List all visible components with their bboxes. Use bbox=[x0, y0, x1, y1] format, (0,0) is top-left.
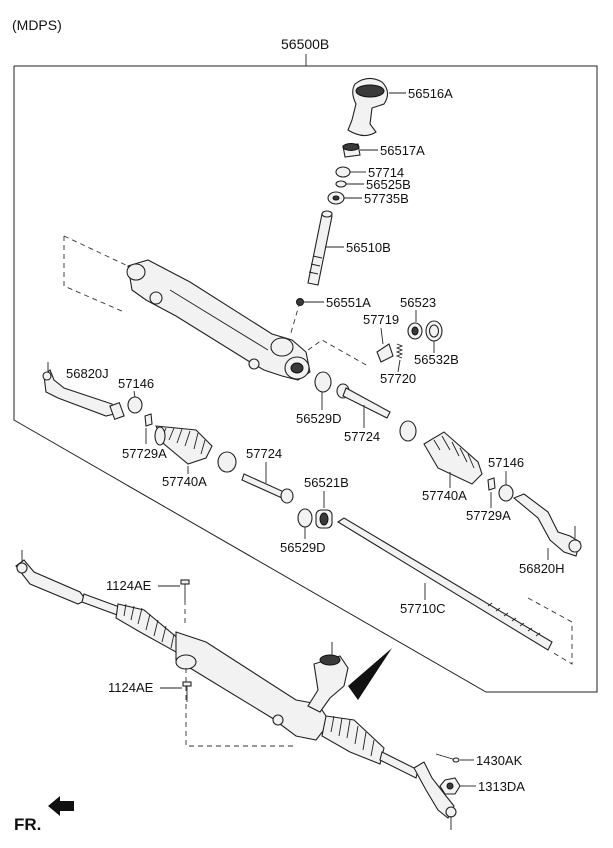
spring-57720 bbox=[395, 343, 404, 359]
pin-head bbox=[452, 757, 460, 763]
label-57724-upper: 57724 bbox=[344, 429, 380, 444]
label-57740A-right: 57740A bbox=[422, 488, 467, 503]
leader-57719 bbox=[380, 327, 384, 345]
proj-left-top bbox=[63, 235, 129, 267]
label-56510B: 56510B bbox=[346, 240, 391, 255]
ring-57714 bbox=[335, 166, 351, 178]
seal-56517A bbox=[342, 143, 361, 158]
label-56551A: 56551A bbox=[326, 295, 371, 310]
front-label: FR. bbox=[14, 815, 41, 834]
direction-arrow bbox=[348, 648, 392, 700]
label-57729A-left: 57729A bbox=[122, 446, 167, 461]
assembled-steering-gear bbox=[15, 550, 457, 830]
label-1124AE-upper: 1124AE bbox=[106, 578, 152, 593]
label-57146-right: 57146 bbox=[488, 455, 524, 470]
clamp-left bbox=[217, 451, 237, 473]
nut-57146-right bbox=[498, 484, 514, 502]
label-1124AE-lower: 1124AE bbox=[108, 680, 154, 695]
rack-bar-57710C bbox=[336, 517, 553, 651]
inner-tie-rod-57724-middle bbox=[241, 473, 294, 504]
rack-housing-upper bbox=[126, 259, 311, 381]
label-57720: 57720 bbox=[380, 371, 416, 386]
label-56529D-lower: 56529D bbox=[280, 540, 326, 555]
label-56532B: 56532B bbox=[414, 352, 459, 367]
assembly-number: 56500B bbox=[281, 36, 329, 52]
nut-1313DA bbox=[439, 777, 461, 795]
proj-yoke bbox=[307, 339, 369, 367]
label-56820H: 56820H bbox=[519, 561, 565, 576]
label-57719: 57719 bbox=[363, 312, 399, 327]
label-1313DA: 1313DA bbox=[478, 779, 525, 794]
tie-rod-end-56820H bbox=[512, 493, 582, 557]
ring-56529D-upper bbox=[314, 371, 332, 393]
bushing-56521B bbox=[315, 509, 333, 529]
label-57729A-right: 57729A bbox=[466, 508, 511, 523]
boot-cover-56516A bbox=[347, 77, 389, 137]
leader-57146-left bbox=[133, 390, 136, 398]
label-57710C: 57710C bbox=[400, 601, 446, 616]
tie-rod-end-56820J bbox=[42, 362, 125, 420]
bearing-bore bbox=[332, 195, 340, 201]
label-57724-middle: 57724 bbox=[246, 446, 282, 461]
clip-57729A-left bbox=[144, 413, 153, 427]
leader-57720 bbox=[397, 359, 401, 373]
clip-57729A-right bbox=[487, 477, 496, 491]
pinion-56510B bbox=[307, 210, 333, 286]
bellows-57740A-right bbox=[423, 431, 483, 485]
label-56521B: 56521B bbox=[304, 475, 349, 490]
assembly-frame bbox=[13, 65, 598, 693]
model-header: (MDPS) bbox=[12, 17, 62, 33]
front-direction-indicator bbox=[48, 796, 74, 816]
proj-rack-end bbox=[527, 597, 573, 665]
inner-tie-rod-57724-upper bbox=[336, 383, 391, 419]
proj-left bbox=[63, 236, 125, 313]
ring-56525B bbox=[335, 180, 347, 188]
label-56529D-upper: 56529D bbox=[296, 411, 342, 426]
nut-56532B bbox=[425, 320, 443, 342]
bolt-1124AE-upper bbox=[180, 579, 190, 600]
label-57714: 57714 bbox=[368, 165, 404, 180]
label-56516A: 56516A bbox=[408, 86, 453, 101]
nut-57146-left bbox=[127, 396, 143, 414]
label-56517A: 56517A bbox=[380, 143, 425, 158]
label-1430AK: 1430AK bbox=[476, 753, 523, 768]
plug-56523 bbox=[407, 322, 423, 340]
label-56523: 56523 bbox=[400, 295, 436, 310]
label-57146-left: 57146 bbox=[118, 376, 154, 391]
ring-56529D-lower bbox=[297, 508, 313, 528]
label-56525B: 56525B bbox=[366, 177, 411, 192]
proj-pinion bbox=[289, 301, 301, 337]
label-57740A-left: 57740A bbox=[162, 474, 207, 489]
bellows-57740A-left bbox=[154, 425, 213, 465]
label-57735B: 57735B bbox=[364, 191, 409, 206]
label-56820J: 56820J bbox=[66, 366, 109, 381]
yoke-57719 bbox=[376, 343, 394, 363]
bolt-1124AE-lower bbox=[182, 681, 192, 702]
clamp-right bbox=[399, 420, 417, 442]
